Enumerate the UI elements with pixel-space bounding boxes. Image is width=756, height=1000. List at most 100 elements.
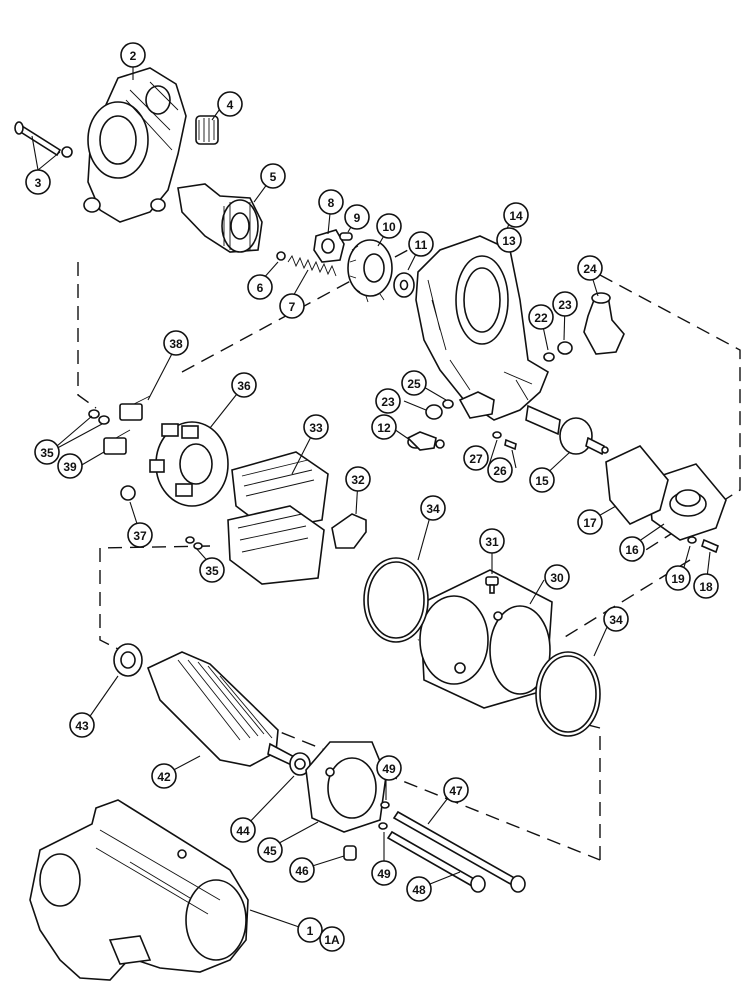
callout-11: 11 <box>408 231 434 257</box>
callout-39: 39 <box>57 453 83 479</box>
cover-gasket <box>605 445 669 525</box>
terminal-nut <box>557 341 573 355</box>
small-screw <box>504 438 517 451</box>
terminal-connector <box>406 431 445 451</box>
svg-text:24: 24 <box>583 262 597 276</box>
callout-44: 44 <box>230 817 256 843</box>
svg-text:15: 15 <box>535 474 549 488</box>
svg-text:38: 38 <box>169 337 183 351</box>
svg-text:3: 3 <box>35 176 42 190</box>
callout-10: 10 <box>376 213 402 239</box>
callout-37: 37 <box>127 522 153 548</box>
callout-38: 38 <box>163 330 189 356</box>
callout-27: 27 <box>463 445 489 471</box>
callout-34-front: 34 <box>420 495 446 521</box>
callout-16: 16 <box>619 536 645 562</box>
svg-text:35: 35 <box>205 564 219 578</box>
svg-text:43: 43 <box>75 719 89 733</box>
starter-assembly <box>29 799 249 981</box>
callout-46: 46 <box>289 857 315 883</box>
return-spring <box>287 255 337 277</box>
svg-text:5: 5 <box>270 170 277 184</box>
callout-2: 2 <box>120 42 146 68</box>
svg-text:36: 36 <box>237 379 251 393</box>
callout-15: 15 <box>529 467 555 493</box>
insulator <box>120 485 136 501</box>
callout-48: 48 <box>406 876 432 902</box>
thrust-washer <box>393 272 415 298</box>
svg-text:39: 39 <box>63 460 77 474</box>
bolt-washer-a <box>380 801 390 809</box>
callout-3: 3 <box>25 169 51 195</box>
svg-text:44: 44 <box>236 824 250 838</box>
stud-nut <box>425 404 443 420</box>
callout-8: 8 <box>318 189 344 215</box>
svg-text:19: 19 <box>671 572 685 586</box>
front-bearing <box>113 643 143 677</box>
callout-43: 43 <box>69 712 95 738</box>
callout-49-lower: 49 <box>371 860 397 886</box>
svg-text:34: 34 <box>426 502 440 516</box>
svg-text:10: 10 <box>382 220 396 234</box>
armature <box>146 651 301 770</box>
svg-text:2: 2 <box>130 49 137 63</box>
bolt-washer-b <box>378 822 388 830</box>
drive-housing <box>83 67 187 223</box>
callout-42: 42 <box>151 763 177 789</box>
callout-1: 1 <box>297 917 323 943</box>
callout-19: 19 <box>665 565 691 591</box>
callout-33: 33 <box>303 414 329 440</box>
svg-text:12: 12 <box>377 421 391 435</box>
center-housing <box>415 235 549 421</box>
svg-text:1A: 1A <box>324 933 340 947</box>
svg-text:25: 25 <box>407 377 421 391</box>
pole-shoe <box>331 513 367 549</box>
callout-31: 31 <box>479 528 505 554</box>
callout-36: 36 <box>231 372 257 398</box>
field-frame <box>419 569 553 709</box>
svg-text:37: 37 <box>133 529 147 543</box>
svg-text:26: 26 <box>493 464 507 478</box>
lower-group-outline <box>99 545 601 861</box>
svg-text:23: 23 <box>558 298 572 312</box>
drive-clutch <box>177 183 263 253</box>
callout-35-lower: 35 <box>199 557 225 583</box>
svg-text:49: 49 <box>382 762 396 776</box>
callout-6: 6 <box>247 274 273 300</box>
callout-22: 22 <box>528 304 554 330</box>
pin <box>339 232 353 241</box>
through-bolt-lower-head <box>470 875 486 893</box>
brush-screw-b <box>98 415 110 425</box>
callout-49-upper: 49 <box>376 755 402 781</box>
callout-14: 14 <box>503 202 529 228</box>
svg-text:34: 34 <box>609 613 623 627</box>
brush-upper <box>119 395 151 421</box>
svg-text:35: 35 <box>40 446 54 460</box>
svg-text:8: 8 <box>328 196 335 210</box>
end-frame <box>305 741 387 833</box>
svg-text:31: 31 <box>485 535 499 549</box>
brush-lower <box>103 429 131 455</box>
callout-30: 30 <box>544 564 570 590</box>
callout-47: 47 <box>443 777 469 803</box>
callout-12: 12 <box>371 414 397 440</box>
svg-text:42: 42 <box>157 770 171 784</box>
svg-text:23: 23 <box>381 395 395 409</box>
svg-text:45: 45 <box>263 844 277 858</box>
housing-bolt <box>14 121 73 158</box>
callout-9: 9 <box>344 204 370 230</box>
svg-text:30: 30 <box>550 571 564 585</box>
callout-25: 25 <box>401 370 427 396</box>
through-bolt-upper-head <box>510 875 526 893</box>
stud-washer <box>442 399 454 409</box>
callout-32: 32 <box>345 466 371 492</box>
rear-bearing <box>289 752 311 776</box>
callout-4: 4 <box>217 91 243 117</box>
svg-text:16: 16 <box>625 543 639 557</box>
terminal-stud <box>458 391 495 419</box>
callout-1a: 1A <box>319 926 345 952</box>
cover-screw <box>687 536 719 554</box>
svg-text:27: 27 <box>469 452 483 466</box>
pinion-gear <box>195 115 219 145</box>
